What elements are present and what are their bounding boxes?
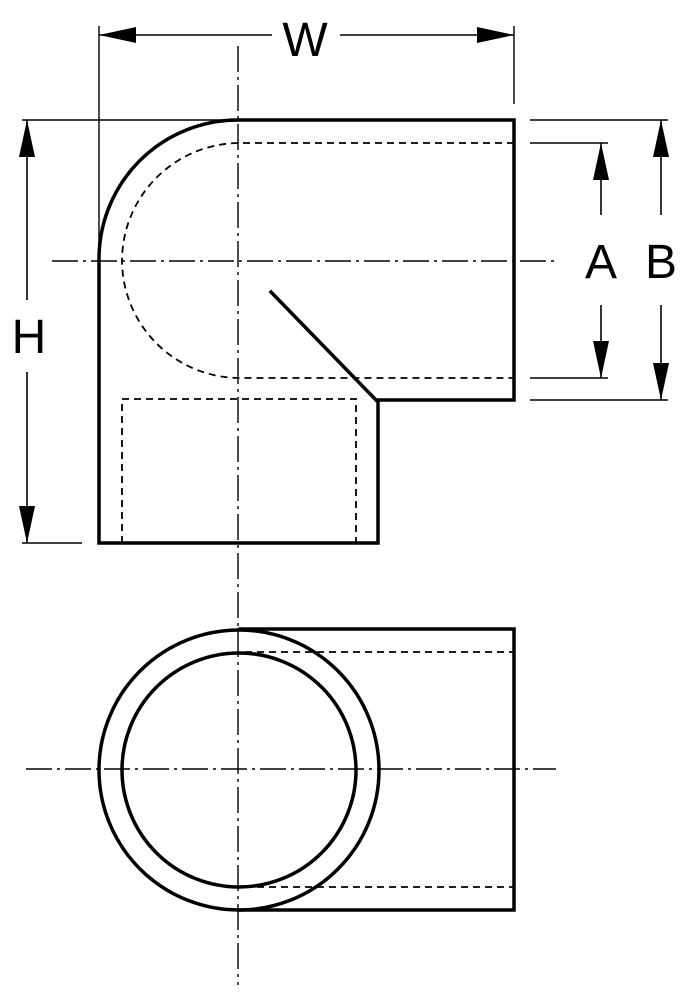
dimension-width: W	[98, 14, 515, 252]
outer-diameter-label: B	[645, 236, 677, 289]
dimension-outer-diameter: B	[530, 119, 677, 401]
front-view-inner-corner-line	[268, 289, 379, 403]
height-label: H	[12, 311, 47, 364]
width-arrow-right	[477, 27, 514, 43]
front-view-vertical-bore-hidden	[121, 398, 357, 543]
outer-diameter-arrow-bottom	[653, 363, 669, 400]
top-view	[26, 627, 556, 912]
inner-diameter-arrow-bottom	[593, 341, 609, 378]
top-view-outer-circle	[97, 628, 381, 912]
dimension-height: H	[12, 119, 238, 544]
width-arrow-left	[99, 27, 136, 43]
inner-diameter-label: A	[585, 236, 617, 289]
width-label: W	[282, 14, 328, 67]
top-view-inner-circle	[120, 651, 358, 889]
front-view	[52, 118, 558, 545]
inner-diameter-arrow-top	[593, 143, 609, 180]
dimension-inner-diameter: A	[530, 142, 617, 379]
outer-diameter-arrow-top	[653, 120, 669, 157]
height-arrow-top	[19, 120, 35, 157]
front-view-outline	[97, 118, 516, 545]
height-arrow-bottom	[19, 506, 35, 543]
